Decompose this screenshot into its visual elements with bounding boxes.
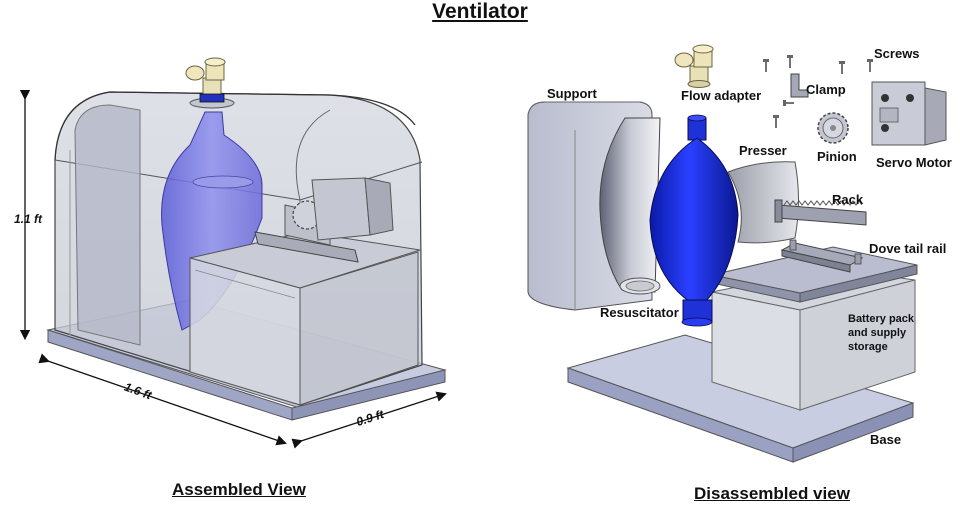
label-screws: Screws: [874, 46, 920, 61]
label-dove-tail-rail: Dove tail rail: [869, 241, 947, 256]
label-pinion: Pinion: [817, 149, 857, 164]
screw-6: [783, 100, 794, 106]
exploded-rack: [774, 199, 867, 226]
height-dimension-label: 1.1 ft: [14, 212, 43, 226]
exploded-servo: [871, 81, 947, 146]
disassembled-view-caption: Disassembled view: [694, 484, 850, 503]
label-base: Base: [870, 432, 902, 447]
assembled-view: [19, 57, 447, 449]
label-battery-line-3: storage: [848, 341, 888, 353]
screw-5: [773, 115, 779, 128]
exploded-clamp: [790, 73, 809, 98]
exploded-platform: [711, 246, 918, 303]
assembled-support: [74, 104, 141, 346]
label-rack: Rack: [832, 192, 864, 207]
exploded-flow-adapter: [674, 44, 714, 88]
exploded-dovetail-rail: [780, 239, 864, 273]
exploded-screws: [763, 55, 873, 128]
label-battery-pack: Battery pack and supply storage: [848, 312, 928, 354]
label-presser: Presser: [739, 143, 787, 158]
dimension-arrows: [19, 89, 447, 449]
screw-1: [763, 59, 769, 72]
screw-3: [839, 61, 845, 74]
label-resuscitator: Resuscitator: [600, 305, 679, 320]
label-support: Support: [547, 86, 597, 101]
screw-4: [867, 59, 873, 72]
diagram-title: Ventilator: [432, 0, 528, 23]
label-flow-adapter: Flow adapter: [681, 88, 762, 103]
screw-2: [787, 55, 793, 68]
disassembled-view: [527, 44, 947, 463]
label-clamp: Clamp: [806, 82, 846, 97]
exploded-pinion: [817, 112, 849, 144]
assembled-flow-adapter: [185, 57, 235, 109]
assembled-mechanism: [254, 177, 394, 263]
label-battery-line-2: and supply: [848, 327, 907, 339]
label-battery-line-1: Battery pack: [848, 313, 915, 325]
exploded-presser: [727, 161, 799, 244]
label-servo-motor: Servo Motor: [876, 155, 952, 170]
exploded-resuscitator: [649, 114, 739, 327]
exploded-support: [527, 101, 661, 311]
assembled-internal-box: [189, 231, 421, 406]
assembled-view-caption: Assembled View: [172, 480, 306, 499]
